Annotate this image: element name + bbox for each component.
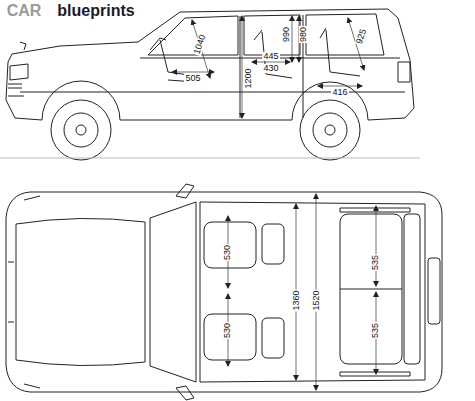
dimension: 1200	[244, 67, 253, 89]
dimension: 445	[262, 52, 279, 61]
dimension: 925	[355, 27, 369, 46]
logo-word: CAR	[7, 3, 42, 19]
logo-word: blueprints	[57, 3, 134, 19]
dimension: 990	[283, 25, 292, 42]
top-dimension-lines	[228, 194, 376, 390]
dimension: 530	[224, 243, 233, 260]
dimension: 980	[300, 25, 309, 42]
dimension: 535	[372, 321, 381, 338]
side-dimension-lines	[172, 16, 364, 118]
dimension: 535	[372, 253, 381, 270]
side-view	[0, 9, 420, 160]
dimension: 505	[184, 74, 201, 83]
dimension: 1040	[192, 32, 207, 56]
dimension: 1360	[292, 289, 301, 311]
dimension: 1520	[312, 289, 321, 311]
dimension: 430	[262, 64, 279, 73]
dimension: 416	[331, 88, 348, 97]
dimension: 530	[224, 321, 233, 338]
top-view	[6, 184, 442, 400]
